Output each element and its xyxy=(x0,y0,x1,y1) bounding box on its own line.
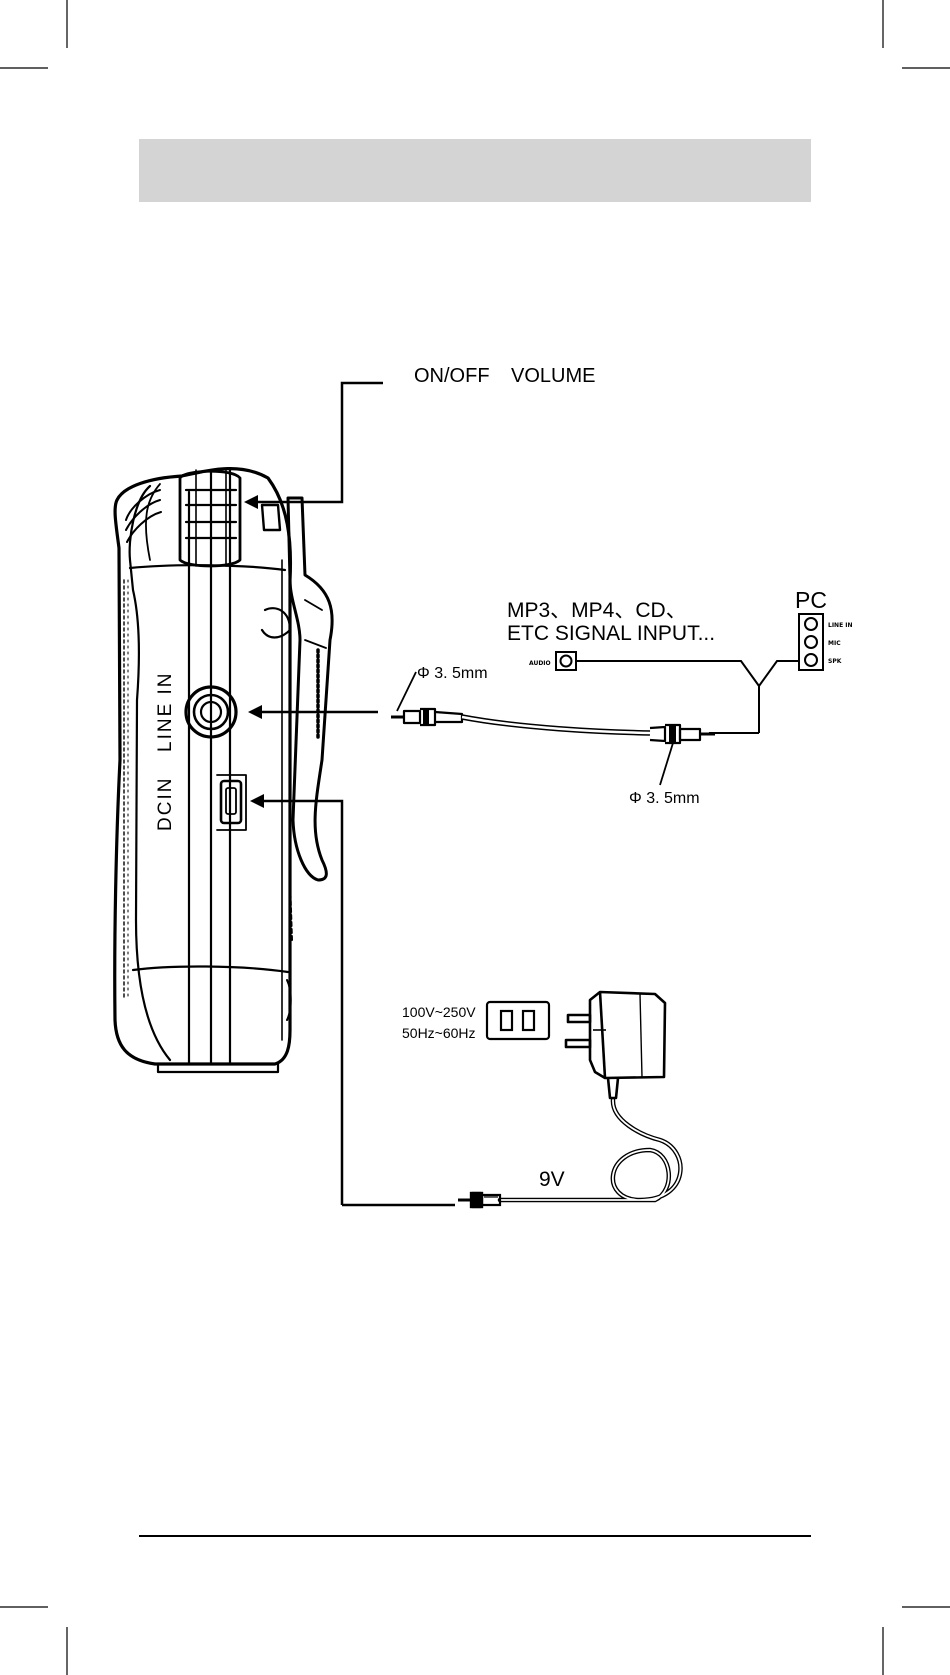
volume-label: VOLUME xyxy=(511,365,595,387)
header-band xyxy=(139,139,811,202)
dc-voltage-label: 9V xyxy=(539,1168,565,1191)
pc-line-in-port xyxy=(805,618,817,630)
frequency-label: 50Hz~60Hz xyxy=(402,1025,476,1041)
plug-right-label: Φ 3. 5mm xyxy=(629,790,700,807)
volume-arrowhead xyxy=(244,495,258,509)
line-in-arrowhead xyxy=(248,705,262,719)
dc-plug xyxy=(458,1193,500,1207)
voltage-label: 100V~250V xyxy=(402,1004,476,1020)
pc-mic-port xyxy=(805,636,817,648)
device-side-view xyxy=(115,469,292,1072)
plug-right-pointer xyxy=(660,743,673,785)
pc-line-in-label: LINE IN xyxy=(828,622,853,629)
source-line-1: MP3、MP4、CD、 xyxy=(507,599,687,622)
belt-clip xyxy=(288,498,332,880)
adapter-cable xyxy=(500,1100,680,1200)
signal-routing xyxy=(576,661,800,733)
audio-label: AUDIO xyxy=(529,660,551,667)
pc-ports-box xyxy=(799,614,823,670)
dc-in-label: DCIN xyxy=(155,777,176,831)
line-in-label: LINE IN xyxy=(155,671,176,752)
pc-spk-label: SPK xyxy=(828,658,842,665)
audio-cable xyxy=(391,709,715,743)
pc-spk-port xyxy=(805,654,817,666)
source-line-2: ETC SIGNAL INPUT... xyxy=(507,622,715,645)
dc-in-arrowhead xyxy=(250,794,264,808)
wall-outlet xyxy=(487,1002,549,1039)
on-off-label: ON/OFF xyxy=(414,365,490,387)
plug-left-pointer xyxy=(397,672,416,711)
plug-left-label: Φ 3. 5mm xyxy=(417,665,488,682)
pc-label: PC xyxy=(795,587,827,613)
pc-mic-label: MIC xyxy=(828,640,841,647)
audio-jack xyxy=(561,656,572,667)
power-adapter xyxy=(566,992,665,1098)
